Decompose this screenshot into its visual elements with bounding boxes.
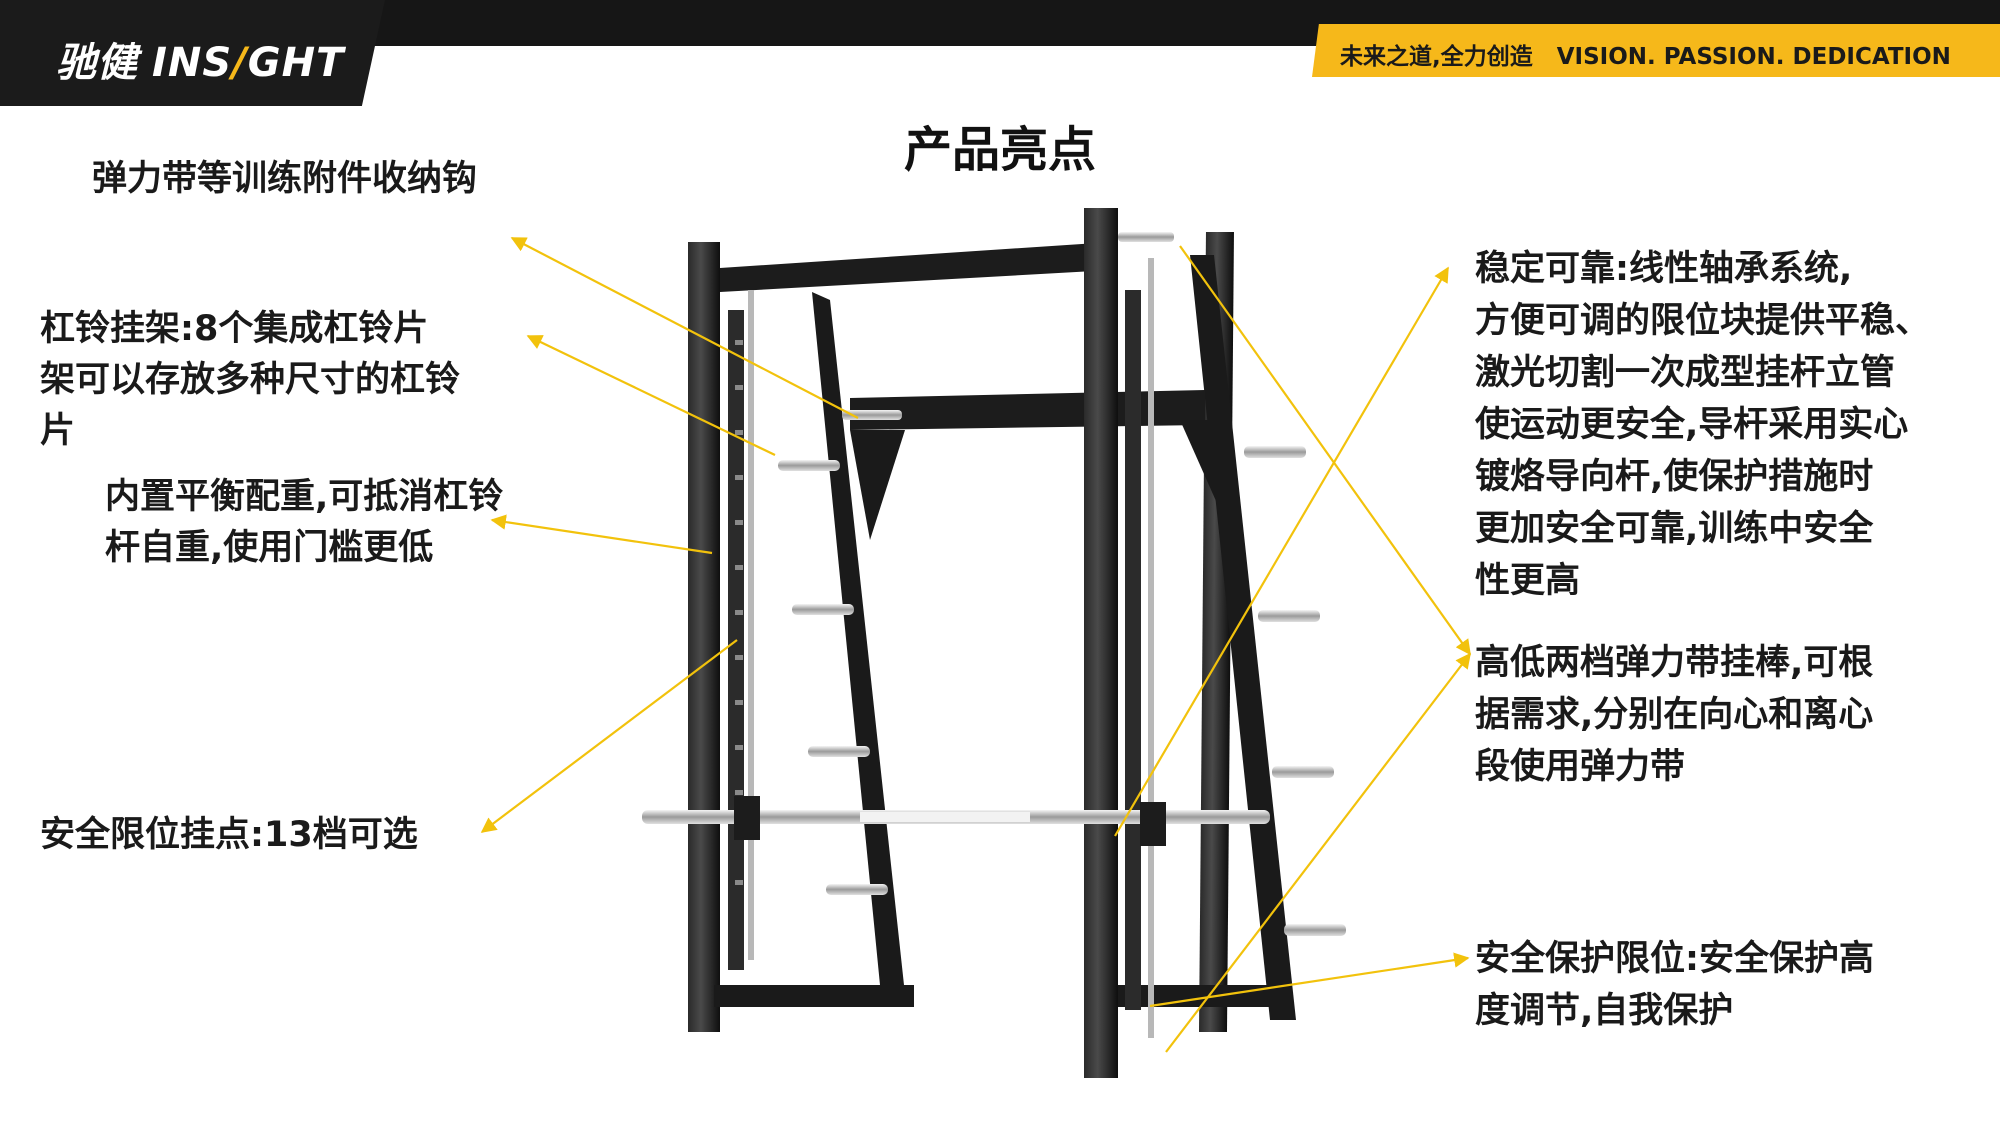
label-plate-rack-line1: 杠铃挂架:8个集成杠铃片 [40, 309, 429, 349]
slogan-cn: 未来之道,全力创造 [1340, 44, 1533, 70]
label-plate-rack-line2: 架可以存放多种尺寸的杠铃 [40, 360, 461, 400]
page-title: 产品亮点 [903, 122, 1096, 178]
right-diagonal [1190, 255, 1296, 1020]
lightning-bolt-icon: / [232, 40, 248, 86]
left-guide-rod [748, 290, 754, 960]
label-stable-line3: 激光切割一次成型挂杆立管 [1475, 353, 1896, 393]
logo-panel [0, 0, 385, 106]
slogan: 未来之道,全力创造 VISION. PASSION. DEDICATION [1340, 37, 1951, 71]
base-left [714, 985, 914, 1007]
label-safety-points: 安全限位挂点:13档可选 [40, 815, 418, 855]
right-gusset [1180, 420, 1220, 510]
left-rear-post [688, 242, 720, 1032]
label-stable-line7: 性更高 [1475, 561, 1581, 601]
plate-horns [778, 446, 1346, 936]
label-band-line2: 据需求,分别在向心和离心 [1475, 695, 1874, 735]
label-protect-line1: 安全保护限位:安全保护高 [1475, 939, 1874, 979]
label-storage-hook: 弹力带等训练附件收纳钩 [92, 159, 478, 199]
right-channel [1125, 290, 1141, 1010]
label-stable-line6: 更加安全可靠,训练中安全 [1475, 509, 1874, 549]
label-stable-line4: 使运动更安全,导杆采用实心 [1475, 405, 1909, 445]
label-band-line3: 段使用弹力带 [1475, 747, 1686, 787]
top-beam [720, 242, 1112, 292]
brand-cn: 驰健 [56, 40, 138, 86]
label-stable-line5: 镀烙导向杆,使保护措施时 [1475, 457, 1874, 497]
right-front-post [1084, 208, 1118, 1078]
slogan-en: VISION. PASSION. DEDICATION [1556, 44, 1951, 70]
label-protect-line2: 度调节,自我保护 [1475, 991, 1734, 1031]
brand-logo: 驰健 INS/GHT [56, 30, 344, 88]
label-stable-line2: 方便可调的限位块提供平稳、 [1475, 301, 1931, 341]
rack-frame [688, 208, 1296, 1078]
label-plate-rack-line3: 片 [40, 411, 76, 451]
right-guide-rod [1148, 258, 1154, 1038]
slogan-bar [1312, 24, 2000, 77]
left-gusset [850, 430, 905, 540]
left-diagonal [812, 292, 904, 985]
brand-en-pre: INS [152, 40, 233, 86]
label-band-line1: 高低两档弹力带挂棒,可根 [1475, 643, 1874, 683]
label-counterweight-line1: 内置平衡配重,可抵消杠铃 [105, 477, 504, 517]
label-stable-line1: 稳定可靠:线性轴承系统, [1475, 249, 1853, 289]
label-counterweight-line2: 杆自重,使用门槛更低 [105, 528, 434, 568]
callout-arrows [480, 237, 1471, 1053]
brand-en-post: GHT [247, 40, 345, 86]
barbell [642, 796, 1270, 846]
